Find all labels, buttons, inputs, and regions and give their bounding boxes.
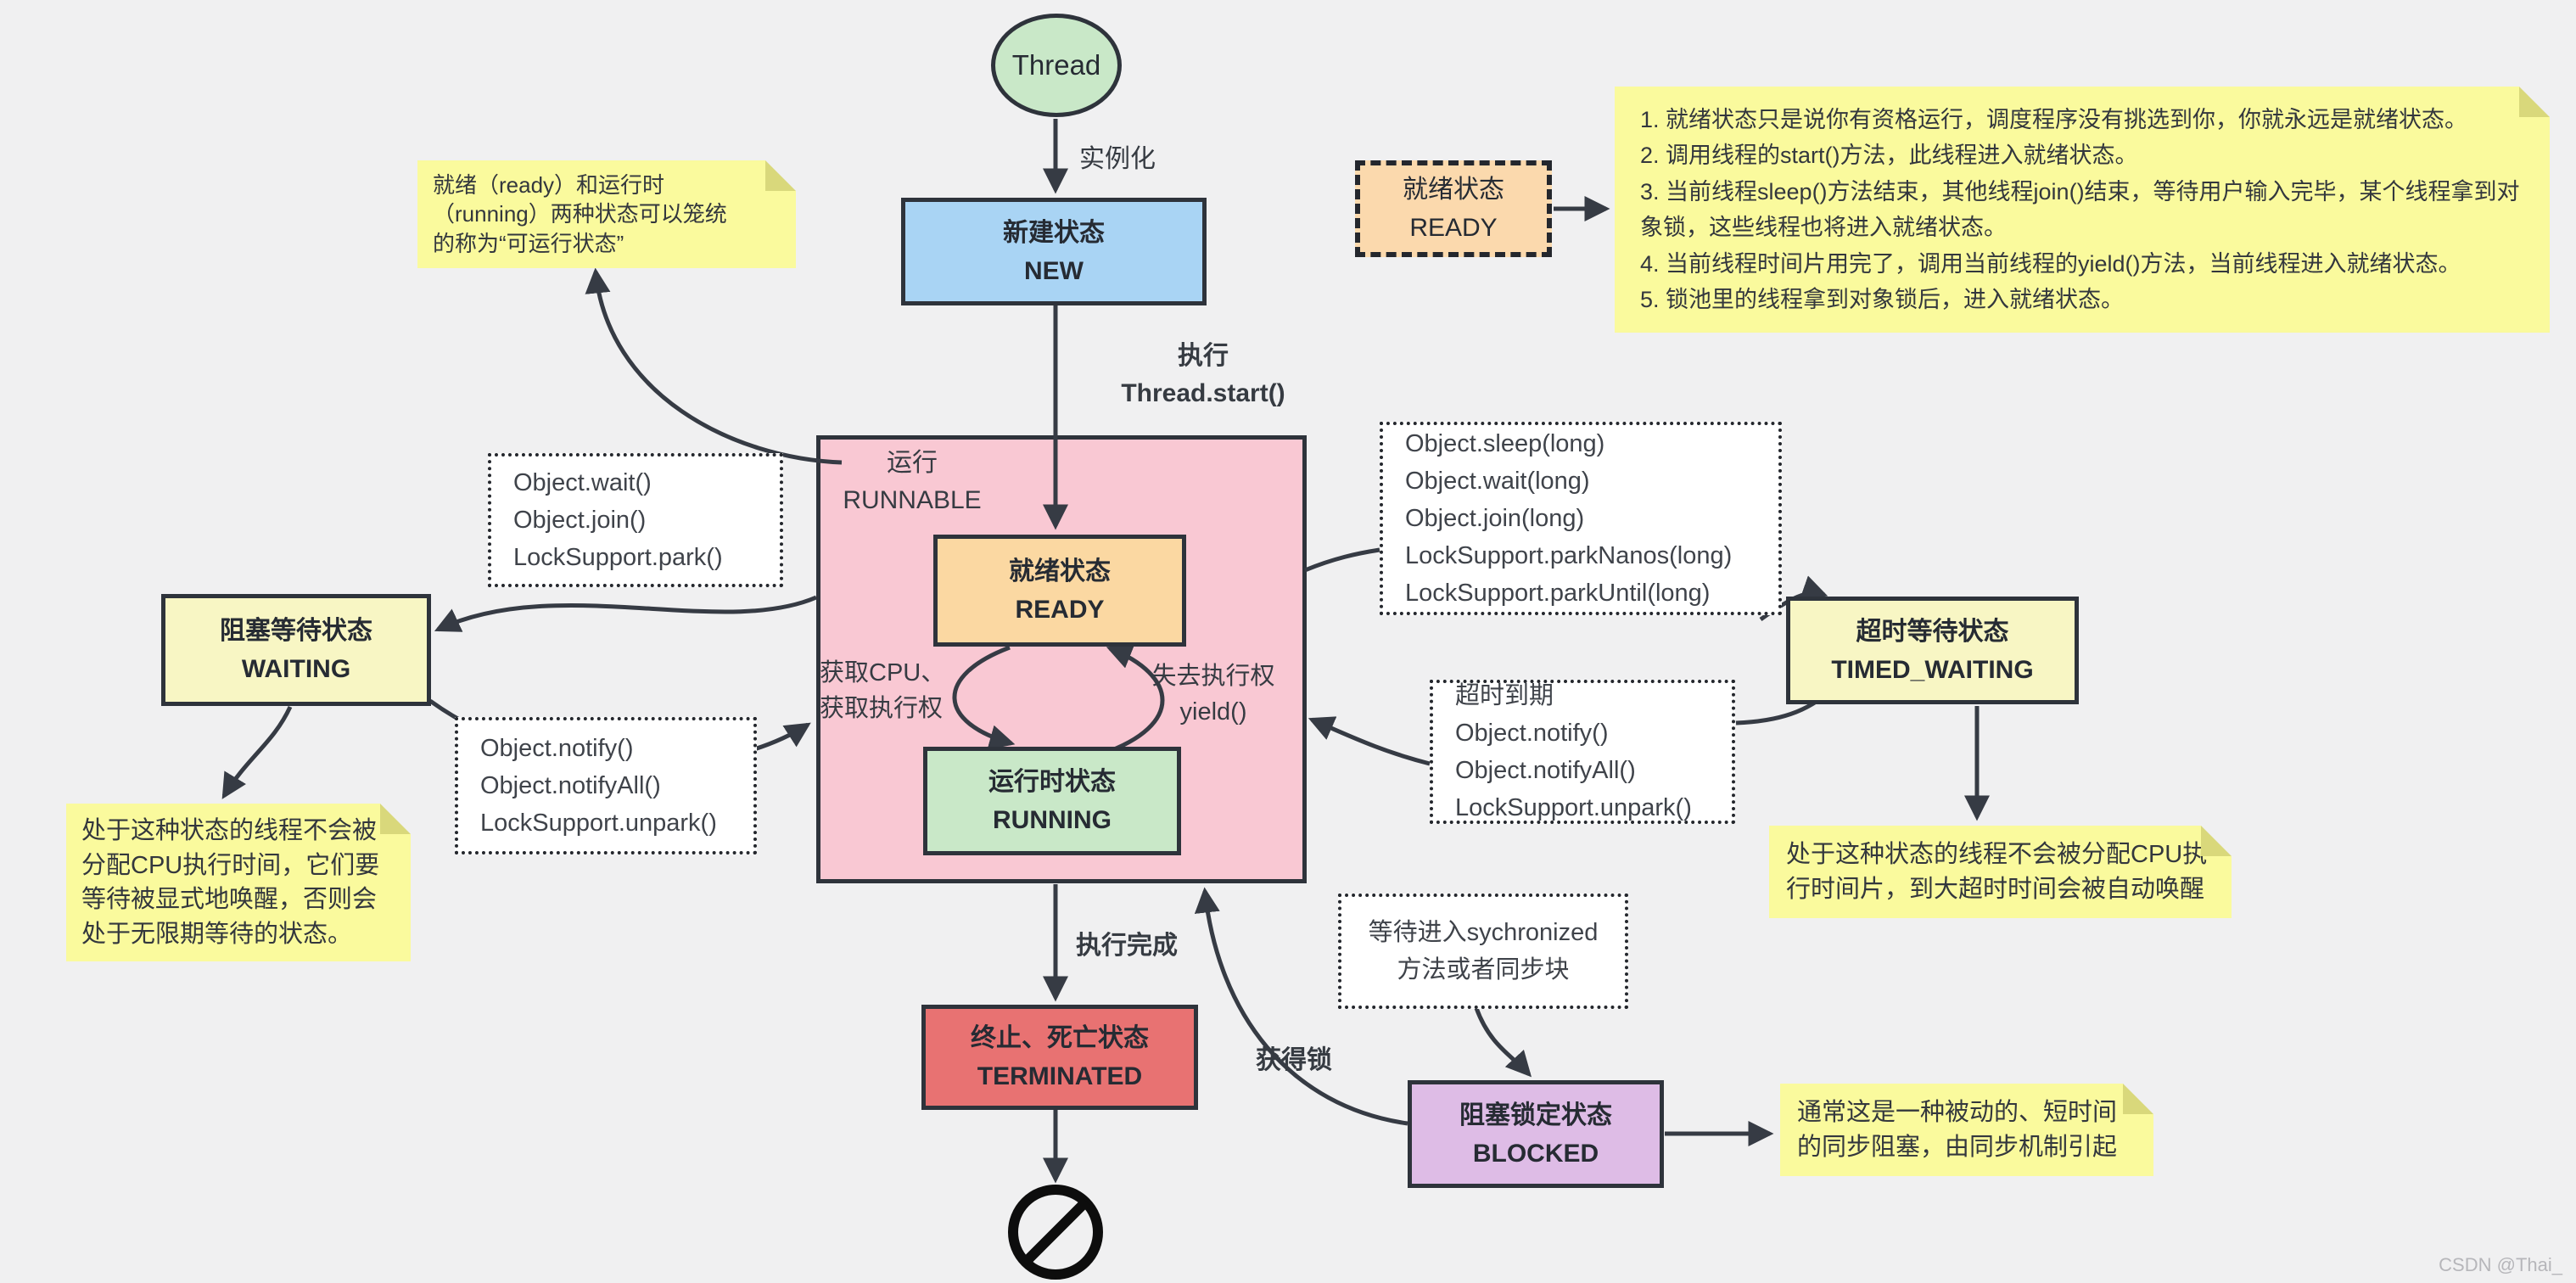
waiting-state-box: 阻塞等待状态 WAITING <box>161 594 431 706</box>
label-acquire-lock: 获得锁 <box>1256 1046 1332 1074</box>
running-state-box: 运行时状态 RUNNING <box>923 747 1181 855</box>
timeout-methods-box: 超时到期 Object.notify() Object.notifyAll() … <box>1430 680 1735 824</box>
ready-legend-box: 就绪状态 READY <box>1355 160 1552 257</box>
prohibition-icon <box>1008 1185 1103 1280</box>
waiting-methods-box: Object.wait() Object.join() LockSupport.… <box>488 453 783 587</box>
arrow-timeout-to-runnable <box>1308 716 1431 766</box>
arrow-waiting-to-note <box>221 705 293 799</box>
line-runnable-to-timed-methods <box>1304 547 1380 573</box>
note-timed-waiting: 处于这种状态的线程不会被分配CPU执 行时间片，到大超时时间会被自动唤醒 <box>1769 826 2232 919</box>
label-complete: 执行完成 <box>1076 932 1178 960</box>
label-acquire-cpu: 获取CPU、 获取执行权 <box>820 659 946 723</box>
runnable-region-label: 运行 RUNNABLE <box>843 449 982 514</box>
note-blocked: 通常这是一种被动的、短时间 的同步阻塞，由同步机制引起 <box>1780 1084 2153 1177</box>
sync-wait-box: 等待进入sychronized 方法或者同步块 <box>1338 894 1628 1009</box>
label-lose-execution: 失去执行权 yield() <box>1151 663 1275 726</box>
new-state-box: 新建状态 NEW <box>901 198 1207 305</box>
note-ready-list: 1. 就绪状态只是说你有资格运行，调度程序没有挑选到你，你就永远是就绪状态。 2… <box>1615 87 2550 333</box>
thread-node: Thread <box>991 14 1122 117</box>
note-waiting: 处于这种状态的线程不会被 分配CPU执行时间，它们要 等待被显式地唤醒，否则会 … <box>66 804 411 962</box>
terminated-state-box: 终止、死亡状态 TERMINATED <box>921 1005 1198 1110</box>
ready-state-box: 就绪状态 READY <box>933 535 1186 647</box>
timed-methods-box: Object.sleep(long) Object.wait(long) Obj… <box>1380 422 1782 615</box>
arrow-runnable-to-runnable-note <box>585 267 843 465</box>
notify-methods-box: Object.notify() Object.notifyAll() LockS… <box>455 717 757 854</box>
label-instantiate: 实例化 <box>1079 145 1156 173</box>
arrow-runnable-to-waiting <box>434 595 817 632</box>
label-thread-start: 执行 Thread.start() <box>1121 342 1285 407</box>
note-runnable: 就绪（ready）和运行时 （running）两种状态可以笼统 的称为“可运行状… <box>417 160 796 268</box>
timed-waiting-state-box: 超时等待状态 TIMED_WAITING <box>1786 597 2079 704</box>
watermark: CSDN @Thai_ <box>2439 1254 2562 1275</box>
arrow-sync-to-blocked <box>1474 1007 1532 1078</box>
blocked-state-box: 阻塞锁定状态 BLOCKED <box>1408 1080 1664 1188</box>
